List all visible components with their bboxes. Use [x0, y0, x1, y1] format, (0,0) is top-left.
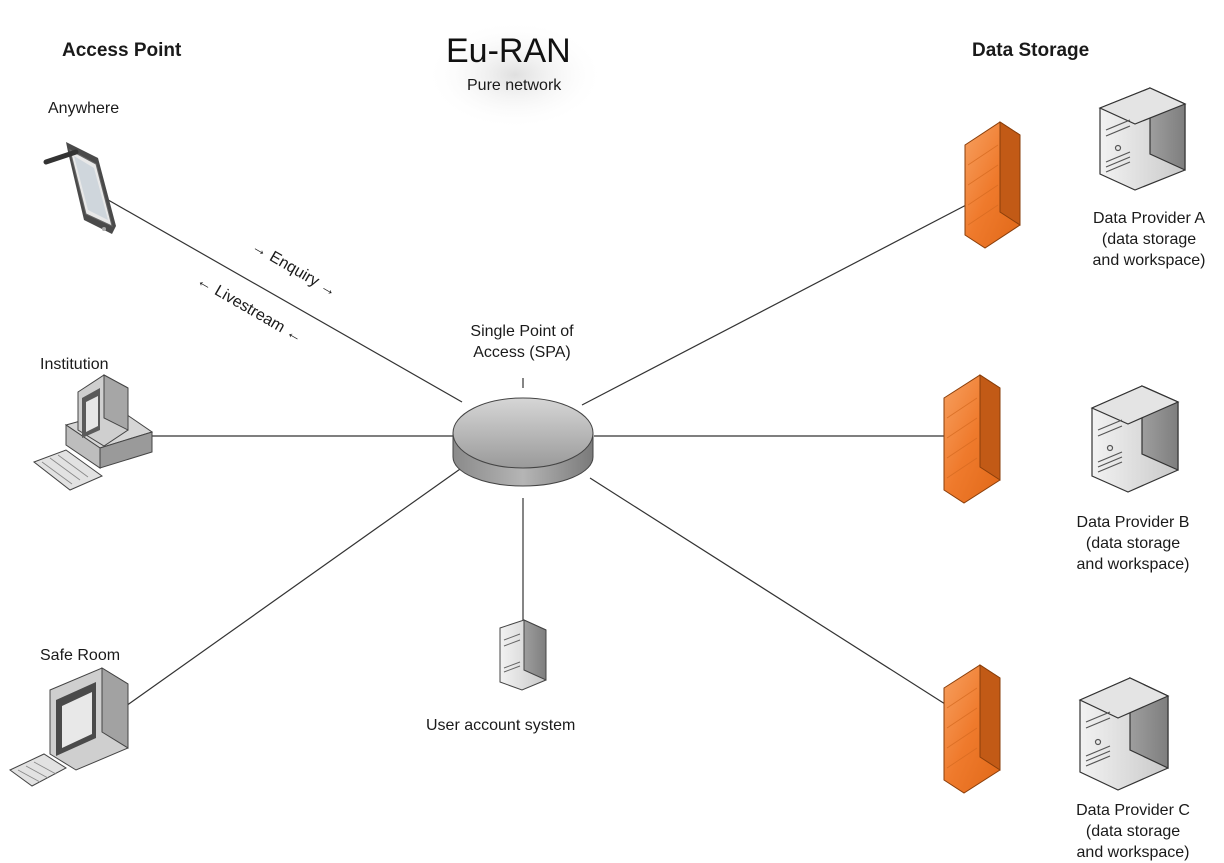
institution-label: Institution — [40, 356, 109, 373]
provider-b-name: Data Provider B — [1076, 514, 1190, 531]
provider-b-desc2: and workspace) — [1076, 556, 1190, 573]
anywhere-label: Anywhere — [48, 100, 120, 117]
spa-label: Single Point of Access (SPA) — [452, 321, 592, 363]
firewall-a-icon — [964, 121, 1021, 249]
access-point-heading: Access Point — [62, 40, 182, 61]
provider-a-desc1: (data storage — [1101, 231, 1197, 248]
provider-a-desc2: and workspace) — [1092, 252, 1206, 269]
provider-a-name: Data Provider A — [1092, 210, 1206, 227]
provider-c-desc1: (data storage — [1085, 823, 1181, 840]
spa-label-line1: Single Point of — [470, 323, 574, 340]
provider-b-desc1: (data storage — [1085, 535, 1181, 552]
title-backdrop — [425, 20, 605, 130]
firewall-b-icon — [943, 374, 1001, 504]
link-safe-room — [84, 461, 471, 736]
server-b-icon — [1090, 385, 1180, 493]
provider-b-label: Data Provider B (data storage and worksp… — [1058, 512, 1208, 575]
server-c-icon — [1078, 677, 1170, 791]
diagram-title: Eu-RAN — [446, 32, 571, 70]
provider-c-name: Data Provider C — [1076, 802, 1190, 819]
firewall-c-icon — [943, 664, 1001, 794]
spa-hub-icon — [452, 397, 594, 487]
provider-c-label: Data Provider C (data storage and worksp… — [1058, 800, 1208, 863]
server-icon — [499, 619, 547, 691]
tablet-icon — [43, 142, 116, 234]
server-a-icon — [1098, 87, 1187, 191]
safe-room-label: Safe Room — [40, 647, 121, 664]
diagram-subtitle: Pure network — [467, 77, 562, 94]
desktop-computer-icon — [32, 374, 154, 491]
provider-a-label: Data Provider A (data storage and worksp… — [1074, 208, 1224, 271]
spa-label-line2: Access (SPA) — [473, 344, 571, 361]
link-provider-a — [581, 189, 996, 406]
user-account-label: User account system — [426, 717, 576, 734]
link-provider-c — [589, 477, 979, 726]
data-storage-heading: Data Storage — [972, 40, 1090, 61]
monitor-icon — [9, 667, 129, 787]
connection-lines — [81, 184, 996, 736]
provider-c-desc2: and workspace) — [1076, 844, 1190, 861]
link-anywhere — [81, 184, 463, 403]
